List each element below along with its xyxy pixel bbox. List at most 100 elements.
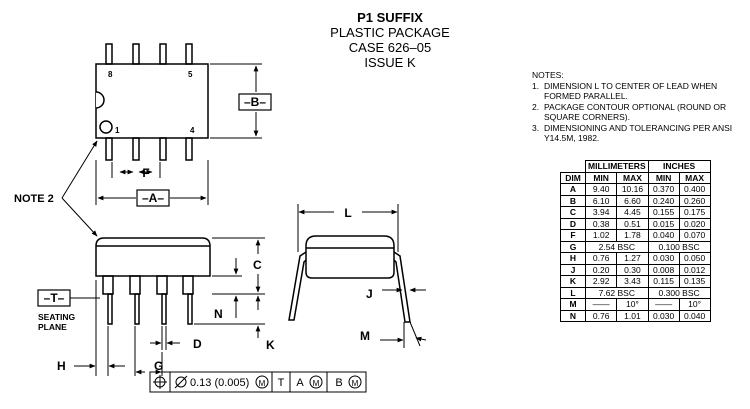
note-item: 1. DIMENSION L TO CENTER OF LEAD WHEN FO…	[532, 80, 718, 102]
pin8-label: 8	[108, 70, 113, 79]
seating-label-2: PLANE	[38, 322, 67, 332]
datum-a-label: –A–	[142, 191, 164, 205]
side-lead-tip	[161, 293, 167, 325]
title-suffix: P1 SUFFIX	[357, 10, 423, 25]
table-cell: 3.94	[584, 206, 618, 219]
notes-heading: NOTES:	[532, 70, 564, 80]
end-view	[288, 235, 411, 323]
notes-block: NOTES: 1. DIMENSION L TO CENTER OF LEAD …	[532, 70, 747, 144]
title-package: PLASTIC PACKAGE	[330, 25, 450, 40]
dim-j-label: J	[366, 287, 373, 301]
fcf-mmc-3: M	[352, 379, 359, 388]
note-item: 3. DIMENSIONING AND TOLERANCING PER ANSI…	[532, 122, 733, 144]
feature-control-frame	[149, 371, 367, 393]
table-cell: 1.01	[616, 309, 649, 322]
top-lead	[159, 43, 167, 65]
side-view	[95, 237, 211, 325]
end-lead-left	[288, 251, 307, 321]
end-lead-right	[393, 251, 411, 323]
note2-leaders	[61, 140, 98, 237]
dim-m	[380, 321, 427, 348]
side-lead	[102, 275, 114, 295]
seating-plane	[70, 293, 265, 299]
title-issue: ISSUE K	[364, 55, 416, 70]
title-case: CASE 626–05	[348, 40, 432, 55]
dim-f-label: F	[142, 166, 149, 180]
dim-l-label: L	[344, 206, 351, 220]
table-cell: 0.260	[678, 194, 711, 207]
table-cell: 1.78	[616, 229, 649, 242]
note-item: 2. PACKAGE CONTOUR OPTIONAL (ROUND OR SQ…	[532, 101, 727, 123]
table-col-in-max: MAX	[678, 171, 711, 184]
pin4-label: 4	[190, 126, 195, 135]
table-group-mm: MILLIMETERS	[585, 160, 649, 173]
pin1-label: 1	[115, 126, 120, 135]
seating-label-1: SEATING	[38, 312, 76, 322]
dim-k	[194, 295, 265, 338]
top-lead	[132, 43, 140, 65]
side-lead	[156, 275, 168, 295]
dim-f	[111, 162, 161, 178]
dim-l	[297, 204, 399, 252]
package-body-end	[305, 235, 395, 279]
fcf-datum-b: B	[335, 377, 342, 389]
bottom-lead	[185, 137, 193, 161]
dim-m-label: M	[360, 329, 370, 343]
datum-b-label: –B–	[244, 95, 266, 109]
side-lead	[182, 275, 194, 295]
bottom-lead	[105, 137, 113, 161]
fcf-tolerance: 0.13 (0.005)	[190, 377, 249, 389]
top-lead	[185, 43, 193, 65]
fcf-datum-t: T	[278, 377, 285, 389]
table-cell: 0.100 BSC	[647, 240, 711, 253]
fcf-mmc-1: M	[259, 379, 266, 388]
table-group-in: INCHES	[647, 160, 711, 173]
side-lead-tip	[107, 293, 113, 325]
table-cell: 0.400	[678, 183, 711, 196]
fcf-datum-a: A	[296, 377, 304, 389]
dim-n-label: N	[214, 307, 223, 321]
top-view	[95, 43, 209, 161]
dim-h-label: H	[57, 359, 66, 373]
package-body-side	[95, 237, 211, 277]
dim-h	[74, 280, 125, 376]
dim-k-label: K	[266, 338, 275, 352]
table-cell: 0.040	[678, 309, 711, 322]
pin1-notch	[95, 91, 105, 109]
table-cell: 0.175	[678, 206, 711, 219]
datum-t-label: –T–	[44, 291, 65, 305]
dim-d	[150, 326, 180, 350]
side-lead-tip	[187, 293, 193, 325]
datum-a-box	[136, 189, 170, 207]
table-cell: 4.45	[616, 206, 649, 219]
datum-t-box	[37, 289, 71, 307]
package-title: P1 SUFFIX PLASTIC PACKAGE CASE 626–05 IS…	[300, 10, 480, 70]
table-cell-dim: G	[560, 240, 586, 253]
table-cell: 0.020	[678, 217, 711, 230]
dim-c	[212, 237, 265, 293]
table-row: M——10°——10°	[560, 298, 711, 311]
dim-c-label: C	[253, 258, 262, 272]
dim-n	[212, 258, 242, 318]
note2-label: NOTE 2	[14, 193, 54, 205]
top-lead	[105, 43, 113, 65]
table-corner	[560, 160, 586, 173]
table-cell: 0.30	[616, 263, 649, 276]
dim-a	[95, 160, 209, 205]
table-cell: 9.40	[584, 183, 618, 196]
dimension-table: MILLIMETERS INCHES DIM MIN MAX MIN MAX A…	[560, 160, 711, 322]
datum-b-box	[238, 93, 272, 111]
pin5-label: 5	[188, 70, 193, 79]
table-cell: 0.070	[678, 229, 711, 242]
table-cell: 10.16	[616, 183, 649, 196]
